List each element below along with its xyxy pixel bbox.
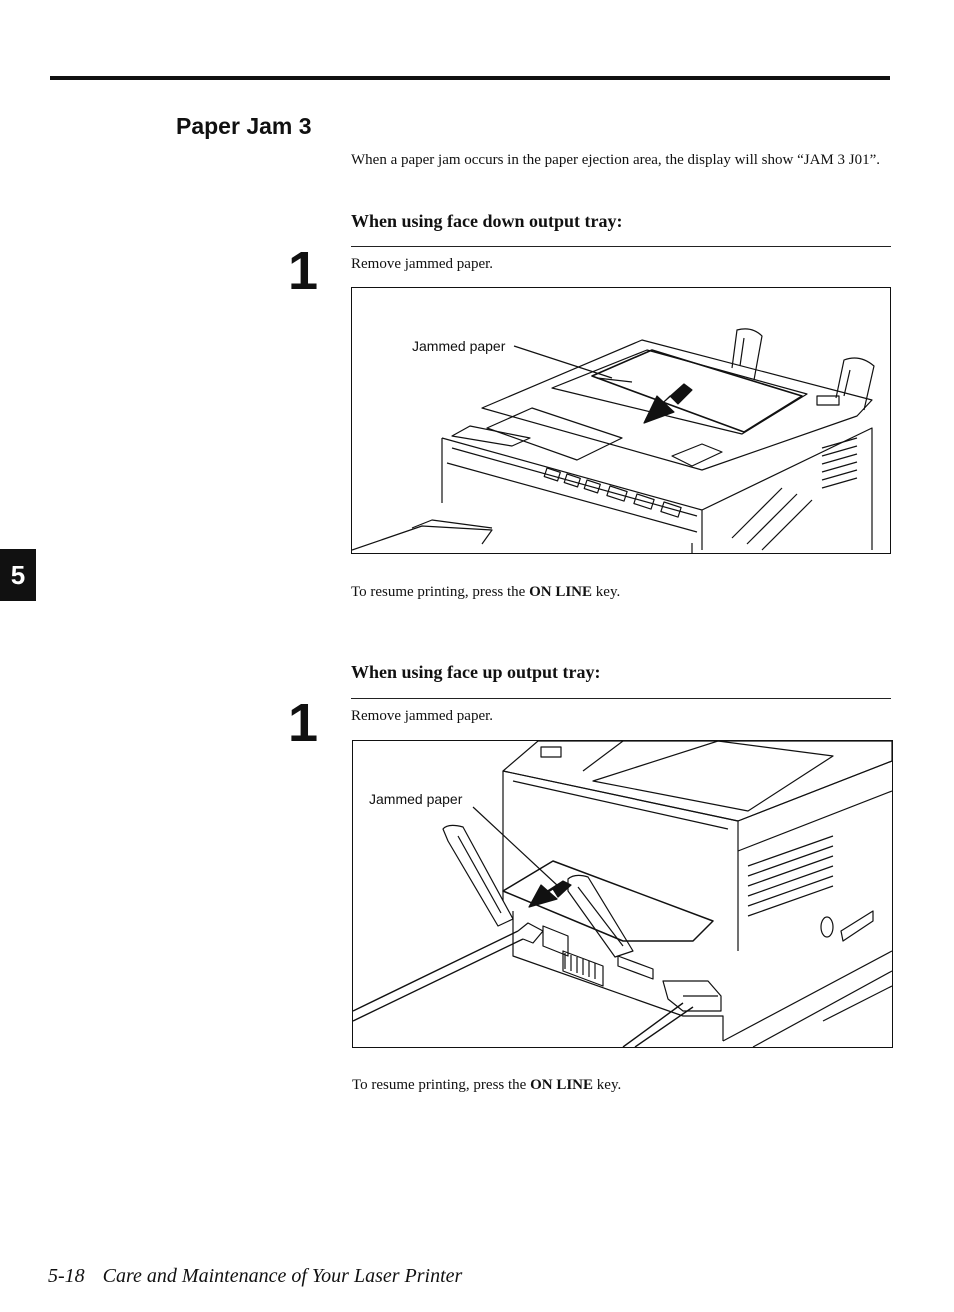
page-footer: 5-18 Care and Maintenance of Your Laser P… [48, 1265, 462, 1288]
face-down-printer-illustration: Jammed paper [351, 287, 891, 554]
face-down-heading: When using face down output tray: [351, 211, 623, 231]
face-up-printer-illustration: Jammed paper [352, 740, 893, 1048]
face-up-resume-text: To resume printing, press the ON LINE ke… [352, 1077, 622, 1093]
face-down-rule [351, 246, 891, 247]
face-down-step-text: Remove jammed paper. [351, 256, 494, 272]
face-down-callout: Jammed paper [412, 338, 506, 354]
face-up-step-number: 1 [288, 693, 319, 753]
top-rule [50, 76, 890, 80]
page-number: 5-18 [48, 1265, 85, 1287]
chapter-title: Care and Maintenance of Your Laser Print… [102, 1265, 463, 1287]
face-down-resume-text: To resume printing, press the ON LINE ke… [351, 584, 621, 600]
face-up-callout: Jammed paper [369, 791, 463, 807]
face-down-step-number: 1 [288, 241, 319, 301]
on-line-key-label-2: ON LINE [530, 1077, 594, 1093]
face-up-step-text: Remove jammed paper. [351, 708, 494, 724]
chapter-tab: 5 [0, 549, 36, 601]
face-up-heading: When using face up output tray: [351, 662, 601, 682]
on-line-key-label: ON LINE [529, 584, 593, 600]
intro-text: When a paper jam occurs in the paper eje… [351, 152, 880, 168]
section-title: Paper Jam 3 [176, 113, 312, 139]
face-up-rule [351, 698, 891, 699]
